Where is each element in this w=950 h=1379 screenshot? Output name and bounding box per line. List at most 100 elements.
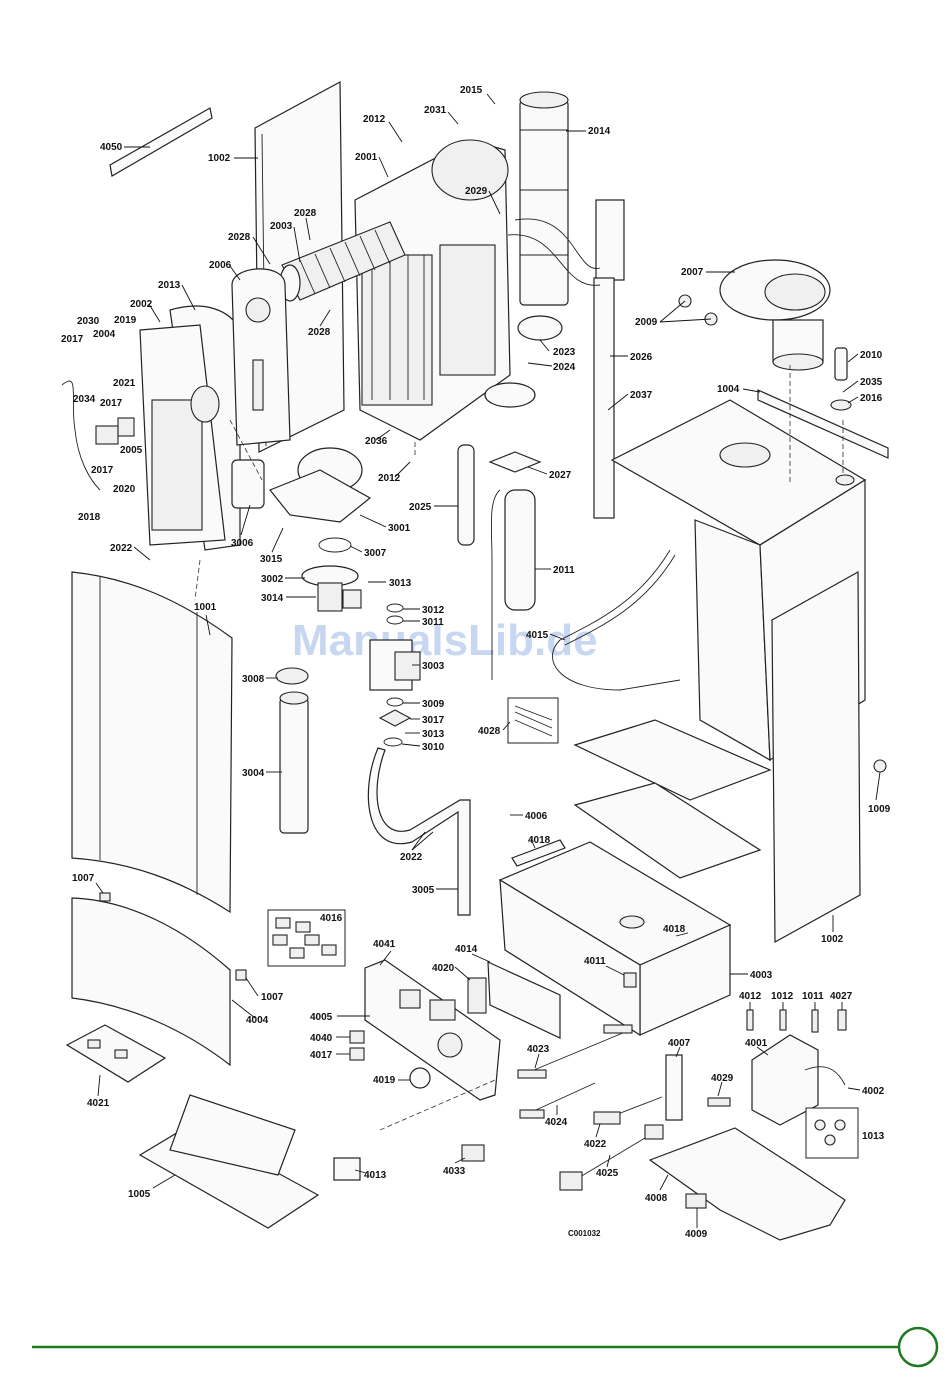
label-2006: 2006 xyxy=(209,260,232,271)
part-2018-cable xyxy=(61,380,101,491)
label-2023: 2023 xyxy=(553,347,576,358)
label-3011: 3011 xyxy=(422,617,444,628)
label-2003: 2003 xyxy=(270,221,293,232)
part-3008-ring xyxy=(275,667,309,685)
label-3006: 3006 xyxy=(231,538,254,549)
label-2017-a: 2017 xyxy=(61,334,84,345)
part-1002-panel-right xyxy=(771,570,861,944)
label-2029: 2029 xyxy=(465,186,488,197)
part-4023-cable xyxy=(521,1029,631,1076)
part-3003-gas-valve xyxy=(369,639,421,691)
part-2002-chamber-front xyxy=(139,305,241,551)
label-3001: 3001 xyxy=(388,523,411,534)
label-2011: 2011 xyxy=(553,565,575,576)
part-4017-switch xyxy=(349,1047,365,1061)
label-4024: 4024 xyxy=(545,1117,568,1128)
part-2016-grommet xyxy=(830,399,852,411)
label-2015: 2015 xyxy=(460,85,483,96)
label-4050: 4050 xyxy=(100,142,123,153)
label-2026: 2026 xyxy=(630,352,653,363)
label-4014: 4014 xyxy=(455,944,478,955)
part-number-labels: 4050 1002 2015 2031 2012 2014 2001 2029 … xyxy=(61,85,891,1240)
label-3013-b: 3013 xyxy=(422,729,445,740)
label-4017: 4017 xyxy=(310,1050,333,1061)
label-2034: 2034 xyxy=(73,394,96,405)
part-2014-flue-pipe xyxy=(519,91,569,306)
label-2027: 2027 xyxy=(549,470,572,481)
part-1009-grommet xyxy=(873,759,887,773)
part-2006-heat-shield xyxy=(231,268,291,446)
part-3010-seal xyxy=(383,737,403,747)
label-4019: 4019 xyxy=(373,1075,396,1086)
label-2016: 2016 xyxy=(860,393,883,404)
label-2022-a: 2022 xyxy=(110,543,133,554)
part-1007-clip-a xyxy=(99,892,111,902)
part-4001-module xyxy=(751,1034,819,1126)
label-2030: 2030 xyxy=(77,316,100,327)
label-1007-b: 1007 xyxy=(261,992,284,1003)
label-2018: 2018 xyxy=(78,512,101,523)
part-1001-front-panel xyxy=(71,571,233,914)
part-3007-oring xyxy=(318,537,352,553)
part-4005-control-panel xyxy=(364,959,501,1101)
label-4023: 4023 xyxy=(527,1044,550,1055)
drawing-code: C001032 xyxy=(568,1229,601,1238)
label-2036: 2036 xyxy=(365,436,388,447)
part-2011-siphon xyxy=(490,489,536,680)
label-2028-b: 2028 xyxy=(228,232,251,243)
part-3002-venturi xyxy=(301,565,362,612)
label-1002-right: 1002 xyxy=(821,934,844,945)
part-4007-bracket xyxy=(665,1054,683,1121)
label-3005: 3005 xyxy=(412,885,435,896)
label-1004: 1004 xyxy=(717,384,740,395)
label-2019: 2019 xyxy=(114,315,137,326)
part-insulation-plate-a xyxy=(573,719,772,801)
label-3003: 3003 xyxy=(422,661,445,672)
label-4021: 4021 xyxy=(87,1098,110,1109)
label-2007: 2007 xyxy=(681,267,704,278)
part-2023-ring xyxy=(517,315,563,341)
label-3013-a: 3013 xyxy=(389,578,412,589)
label-2020: 2020 xyxy=(113,484,136,495)
part-4018-rail-a xyxy=(511,839,566,867)
label-3002: 3002 xyxy=(261,574,284,585)
part-4020-board xyxy=(467,977,487,1014)
part-4029-fuse xyxy=(707,1097,731,1107)
label-2001: 2001 xyxy=(355,152,378,163)
label-4009: 4009 xyxy=(685,1229,708,1240)
label-4002: 4002 xyxy=(862,1086,885,1097)
label-4004: 4004 xyxy=(246,1015,269,1026)
label-4022: 4022 xyxy=(584,1139,607,1150)
label-4018-a: 4018 xyxy=(528,835,551,846)
label-1007-a: 1007 xyxy=(72,873,95,884)
part-2010-sensor xyxy=(834,347,848,381)
part-2005-gasket xyxy=(117,417,135,437)
label-1013: 1013 xyxy=(862,1131,885,1142)
part-4013-transformer xyxy=(333,1157,361,1181)
part-4014-pcb-cover xyxy=(487,961,561,1039)
label-4041: 4041 xyxy=(373,939,396,950)
watermark-text: ManualsLib.de xyxy=(292,616,598,665)
label-4005: 4005 xyxy=(310,1012,333,1023)
part-3001-fan xyxy=(269,447,372,523)
label-3014: 3014 xyxy=(261,593,284,604)
part-4008-plate xyxy=(648,1127,846,1241)
part-4016-box xyxy=(267,909,346,967)
footer-page-circle xyxy=(897,1326,939,1368)
label-2002: 2002 xyxy=(130,299,153,310)
label-2017-c: 2017 xyxy=(91,465,114,476)
label-2025: 2025 xyxy=(409,502,432,513)
part-3005-gas-pipe xyxy=(367,747,471,916)
part-2026-pipe xyxy=(507,199,625,519)
part-4019-knob xyxy=(409,1067,431,1089)
label-3010: 3010 xyxy=(422,742,445,753)
label-1001: 1001 xyxy=(194,602,217,613)
label-2035: 2035 xyxy=(860,377,883,388)
label-4011: 4011 xyxy=(584,956,606,967)
label-4028: 4028 xyxy=(478,726,501,737)
part-4002-arrow xyxy=(804,1066,846,1086)
label-2017-b: 2017 xyxy=(100,398,123,409)
part-2020-electrode xyxy=(95,425,119,445)
part-2027-plate xyxy=(488,451,542,473)
label-4040: 4040 xyxy=(310,1033,333,1044)
